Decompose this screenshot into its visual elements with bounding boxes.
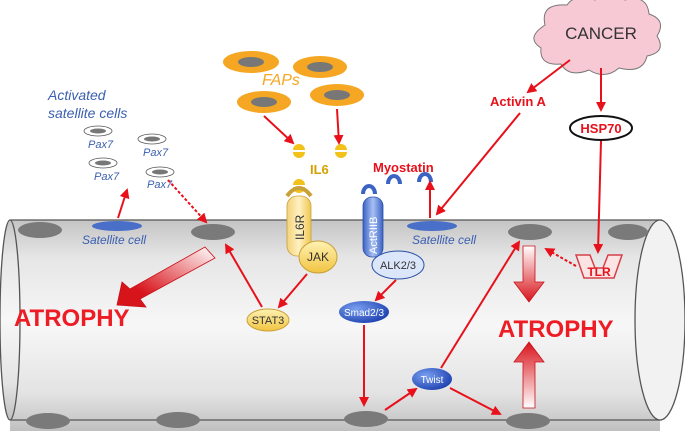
tlr-label: TLR	[587, 265, 611, 279]
myonucleus	[156, 412, 200, 428]
arrow-jak-to-stat3	[277, 273, 308, 309]
satellite-cell-left-label: Satellite cell	[82, 233, 146, 247]
hsp70-node	[569, 115, 633, 141]
myonucleus	[508, 224, 552, 240]
myonucleus	[26, 413, 70, 429]
smad23-label: Smad2/3	[344, 308, 384, 319]
il6r-label: IL6R	[293, 214, 307, 240]
arrow-fap-to-il6-left	[263, 115, 295, 145]
myonuclei	[18, 222, 648, 429]
arrow-twist-to-nucleus-top	[440, 240, 521, 369]
cancer-cloud	[533, 0, 662, 75]
arrow-twist-to-nucleus-right	[449, 387, 502, 415]
arrow-activated-to-nucleus	[167, 179, 208, 224]
arrow-cancer-to-activin	[526, 59, 571, 94]
stat3-node	[246, 308, 290, 332]
il6-label: IL6	[310, 162, 329, 177]
alk23-node	[371, 250, 425, 280]
activated-label-line2: satellite cells	[48, 105, 127, 121]
myonucleus	[608, 224, 648, 240]
pax7-label: Pax7	[94, 171, 120, 183]
myonucleus	[191, 224, 235, 240]
signal-arrows	[117, 59, 606, 415]
arrow-tlr-to-nucleus	[544, 248, 577, 267]
arrow-fap-to-il6-right	[333, 108, 344, 145]
myonucleus	[506, 413, 550, 429]
myonucleus	[18, 222, 62, 238]
activin-a-label: Activin A	[490, 94, 546, 109]
satellite-cell-left	[92, 221, 142, 231]
arrow-nucleus-to-twist	[384, 387, 418, 411]
twist-label: Twist	[421, 375, 444, 386]
activated-label-line1: Activated	[47, 87, 107, 103]
cancer-label: CANCER	[565, 24, 637, 43]
arrow-hsp70-to-tlr	[593, 140, 604, 254]
arrow-alk-to-smad	[374, 279, 397, 302]
pax7-label: Pax7	[147, 179, 173, 191]
il6r-receptor	[285, 186, 313, 257]
fat-arrows	[116, 245, 545, 409]
myostatin-label: Myostatin	[373, 160, 434, 175]
pax7-cells	[83, 125, 175, 178]
pax7-label: Pax7	[143, 147, 169, 159]
pax7-label: Pax7	[88, 139, 114, 151]
jak-node	[298, 240, 338, 274]
fap-cells	[223, 51, 364, 113]
faps-label: FAPs	[262, 72, 300, 89]
myostatin-ligands	[361, 172, 433, 195]
actriib-label: ActRIIB	[368, 217, 380, 254]
satellite-cell-right-label: Satellite cell	[412, 233, 476, 247]
alk23-label: ALK2/3	[380, 260, 416, 272]
arrow-satellite-to-activated	[117, 188, 130, 219]
arrow-activin-to-satellite	[435, 112, 521, 216]
stat3-label: STAT3	[252, 315, 285, 327]
twist-node	[412, 368, 452, 390]
satellite-cell-right	[407, 221, 457, 231]
tlr-receptor	[574, 254, 624, 279]
arrow-stat3-to-nucleus	[224, 243, 263, 308]
hsp70-label: HSP70	[580, 121, 621, 136]
actriib-receptor	[362, 196, 384, 258]
atrophy-right-label: ATROPHY	[498, 316, 614, 343]
smad23-node	[339, 301, 389, 323]
atrophy-left-label: ATROPHY	[14, 305, 130, 332]
jak-label: JAK	[307, 250, 329, 264]
myonucleus	[344, 411, 388, 427]
